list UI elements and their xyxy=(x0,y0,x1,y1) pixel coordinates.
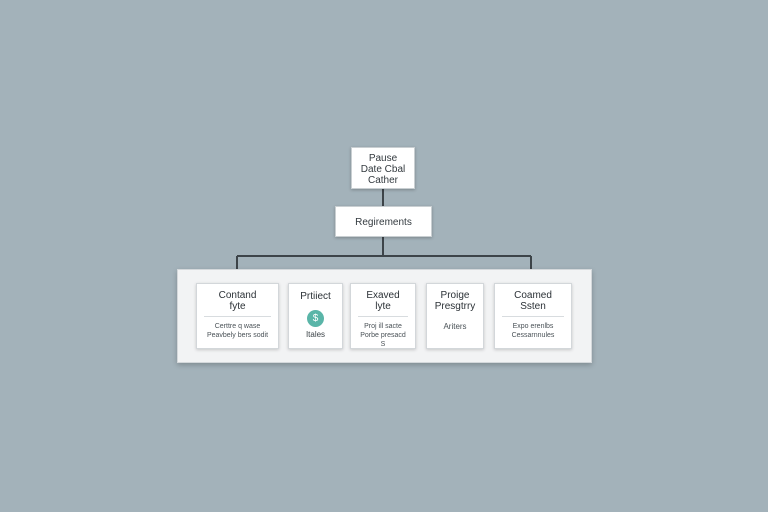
card-divider xyxy=(502,316,564,317)
card-divider xyxy=(204,316,271,317)
requirements-node[interactable]: Regirements xyxy=(335,206,432,237)
root-node-label: Pause Date Cbal Cather xyxy=(360,153,406,186)
requirements-node-label: Regirements xyxy=(355,217,412,228)
card-body: Expo erenlbs Cessarnnules xyxy=(511,323,555,339)
card-divider xyxy=(358,316,408,317)
card-prtiiect[interactable]: Prtiiect $ Itales xyxy=(288,283,343,349)
card-title: Prtiiect xyxy=(300,291,331,302)
card-body: Ariters xyxy=(443,322,467,331)
card-body: Certtre q wase Peavbely bers sodit xyxy=(206,323,269,339)
card-exaved-lyte[interactable]: Exaved lyte Proj ill sacte Porbe presacd… xyxy=(350,283,416,349)
card-title: Contand fyte xyxy=(218,290,257,312)
root-node[interactable]: Pause Date Cbal Cather xyxy=(351,147,415,189)
card-title: Exaved lyte xyxy=(366,290,400,312)
card-title: Proige Presgtrry xyxy=(434,290,476,312)
card-body: Proj ill sacte Porbe presacd S xyxy=(360,323,406,348)
card-title: Coamed Ssten xyxy=(514,290,552,312)
dollar-circle-icon: $ xyxy=(307,310,324,327)
card-divider xyxy=(434,316,476,317)
card-coamed-ssten[interactable]: Coamed Ssten Expo erenlbs Cessarnnules xyxy=(494,283,572,349)
card-contand-fyte[interactable]: Contand fyte Certtre q wase Peavbely ber… xyxy=(196,283,279,349)
card-proige-presgtrry[interactable]: Proige Presgtrry Ariters xyxy=(426,283,484,349)
card-caption: Itales xyxy=(305,330,326,339)
